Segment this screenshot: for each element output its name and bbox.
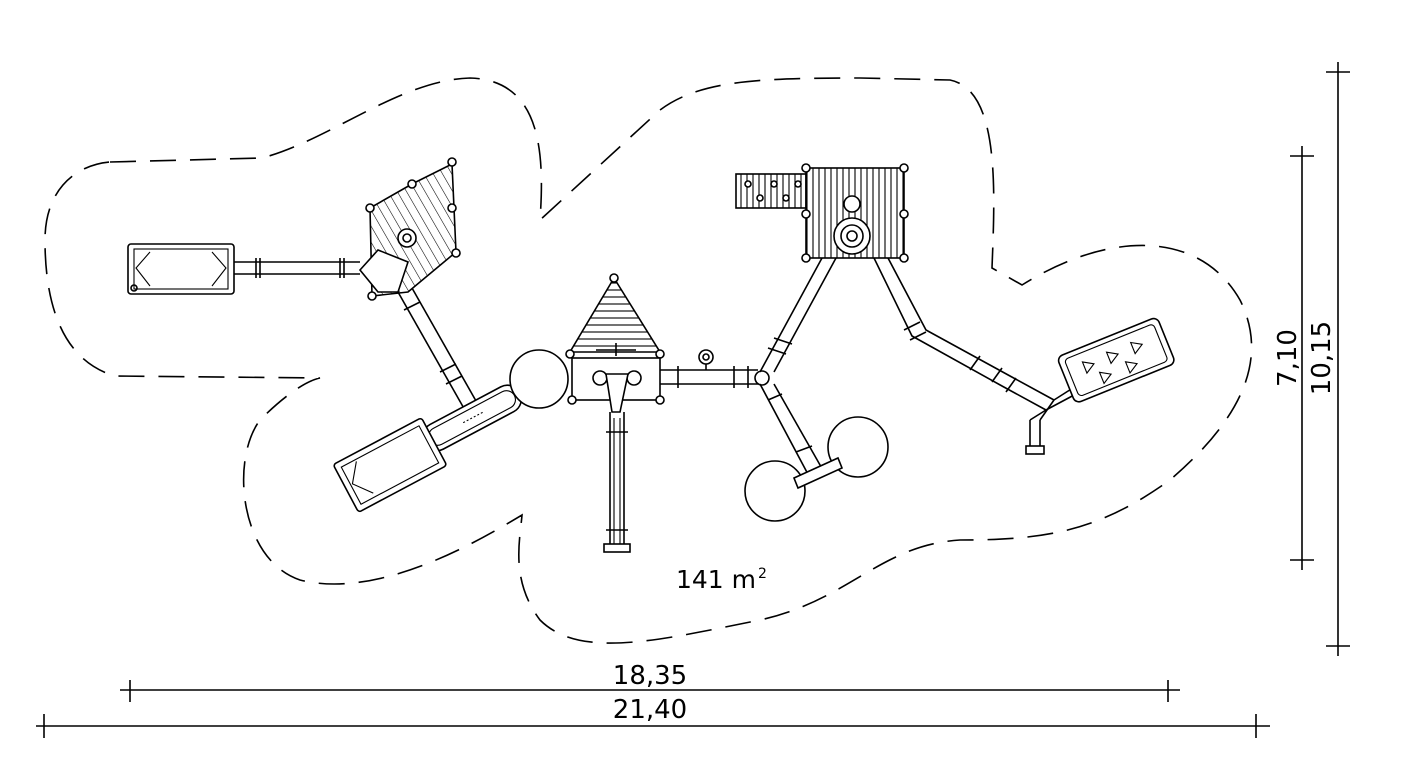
dimension-outer-width: [36, 714, 1270, 738]
platform-connector: [792, 456, 844, 490]
left-pipe: [234, 258, 360, 278]
left-diagonal-tube: [397, 287, 481, 413]
center-tower-roof: [568, 276, 662, 353]
inner-width-label: 18,35: [613, 661, 687, 691]
area-label: 141 m: [676, 565, 756, 594]
right-tower-left-tube: [759, 257, 837, 373]
center-right-pipe: [660, 349, 758, 388]
center-slide: [603, 412, 631, 553]
right-tube: [873, 257, 1055, 411]
left-tower-platform: [358, 249, 409, 293]
dimension-outer-height: [1326, 62, 1350, 656]
right-tower: [735, 163, 909, 263]
left-round-platform: [509, 349, 569, 409]
right-climbing-panel: [1057, 317, 1175, 403]
left-tower: [358, 157, 461, 301]
left-slide-end: [127, 243, 235, 295]
area-label-superscript: 2: [758, 566, 767, 582]
lower-round-platform-1: [744, 460, 806, 522]
y-junction: [1025, 385, 1077, 455]
inner-height-label: 7,10: [1273, 329, 1303, 387]
safety-zone-outline: [44, 77, 1253, 644]
lower-right-tube: [759, 383, 825, 479]
lower-left-slide: [333, 417, 447, 513]
dimension-inner-height: [1290, 146, 1314, 570]
outer-height-label: 10,15: [1307, 321, 1337, 395]
center-tower: [565, 273, 665, 413]
lower-round-platform-2: [827, 416, 889, 478]
dimension-inner-width: [120, 680, 1180, 702]
outer-width-label: 21,40: [613, 695, 687, 725]
pipe-joint: [754, 370, 770, 386]
